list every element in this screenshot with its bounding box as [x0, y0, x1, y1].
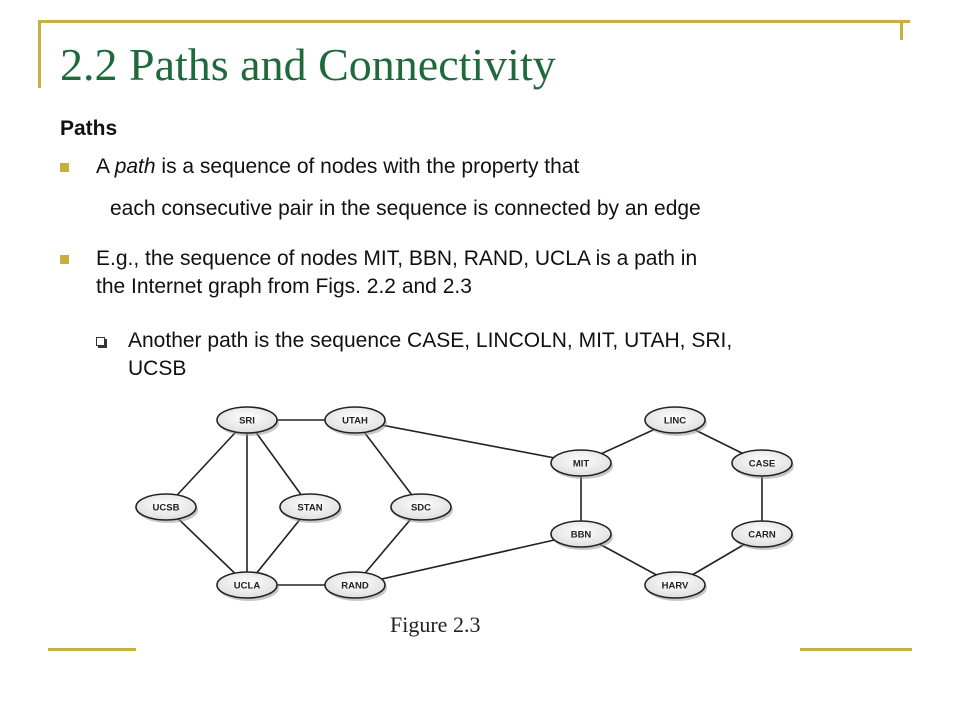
frame-right-rule: [900, 20, 903, 40]
indented-line: each consecutive pair in the sequence is…: [110, 197, 701, 220]
node-ellipse: [390, 493, 452, 521]
node-ellipse: [644, 406, 706, 434]
node-ellipse: [324, 406, 386, 434]
node-ucla: UCLA: [216, 571, 279, 601]
bullet-example-line1: E.g., the sequence of nodes MIT, BBN, RA…: [96, 247, 698, 270]
bullet-text-pre: A: [96, 155, 115, 178]
node-label: UCSB: [153, 503, 180, 514]
node-utah: UTAH: [324, 406, 387, 436]
graph-edges: [165, 419, 763, 586]
node-label: BBN: [571, 530, 592, 541]
node-ucsb: UCSB: [135, 493, 198, 523]
network-graph-diagram: SRI UTAH UCSB STAN SDC UCLA RAND MIT BBN LINC CASE…: [135, 406, 794, 601]
bullet-text-em: path: [114, 155, 156, 178]
frame-left-rule: [38, 20, 41, 88]
sub-bullet-line2: UCSB: [128, 357, 187, 380]
node-label: SDC: [411, 503, 431, 514]
node-ellipse: [644, 571, 706, 599]
sub-bullet-icon: [96, 337, 105, 346]
node-label: SRI: [239, 416, 255, 427]
node-rand: RAND: [324, 571, 387, 601]
node-ellipse: [731, 449, 793, 477]
graph-nodes: SRI UTAH UCSB STAN SDC UCLA RAND MIT BBN LINC CASE…: [135, 406, 794, 601]
bullet-square-icon: [60, 163, 69, 172]
edge-utah-mit: [354, 419, 582, 464]
node-label: STAN: [297, 503, 322, 514]
slide-title: 2.2 Paths and Connectivity: [60, 39, 556, 90]
node-bbn: BBN: [550, 520, 613, 550]
section-heading: Paths: [60, 117, 118, 140]
node-label: UCLA: [234, 581, 261, 592]
node-sri: SRI: [216, 406, 279, 436]
node-ellipse: [731, 520, 793, 548]
bullet-text-post: is a sequence of nodes with the property…: [155, 155, 580, 178]
node-mit: MIT: [550, 449, 613, 479]
node-linc: LINC: [644, 406, 707, 436]
node-label: MIT: [573, 459, 590, 470]
node-ellipse: [216, 406, 278, 434]
node-case: CASE: [731, 449, 794, 479]
node-ellipse: [550, 449, 612, 477]
bullet-square-icon: [60, 255, 69, 264]
node-stan: STAN: [279, 493, 342, 523]
figure-caption: Figure 2.3: [390, 612, 481, 637]
node-label: UTAH: [342, 416, 368, 427]
node-label: HARV: [662, 581, 689, 592]
edge-rand-bbn: [354, 533, 582, 586]
node-label: CASE: [749, 459, 775, 470]
node-harv: HARV: [644, 571, 707, 601]
node-label: RAND: [341, 581, 369, 592]
frame-top-rule: [38, 20, 910, 23]
node-carn: CARN: [731, 520, 794, 550]
node-label: CARN: [748, 530, 776, 541]
edge-sri-ucsb: [165, 419, 248, 508]
sub-bullet-line1: Another path is the sequence CASE, LINCO…: [128, 329, 733, 352]
node-ellipse: [216, 571, 278, 599]
bullet-example-line2: the Internet graph from Figs. 2.2 and 2.…: [96, 275, 472, 298]
node-sdc: SDC: [390, 493, 453, 523]
node-ellipse: [279, 493, 341, 521]
node-ellipse: [324, 571, 386, 599]
bottom-left-rule: [48, 648, 136, 651]
bottom-right-rule: [800, 648, 912, 651]
node-ellipse: [550, 520, 612, 548]
bullet-path-definition: A path is a sequence of nodes with the p…: [96, 154, 579, 180]
node-ellipse: [135, 493, 197, 521]
node-label: LINC: [664, 416, 686, 427]
